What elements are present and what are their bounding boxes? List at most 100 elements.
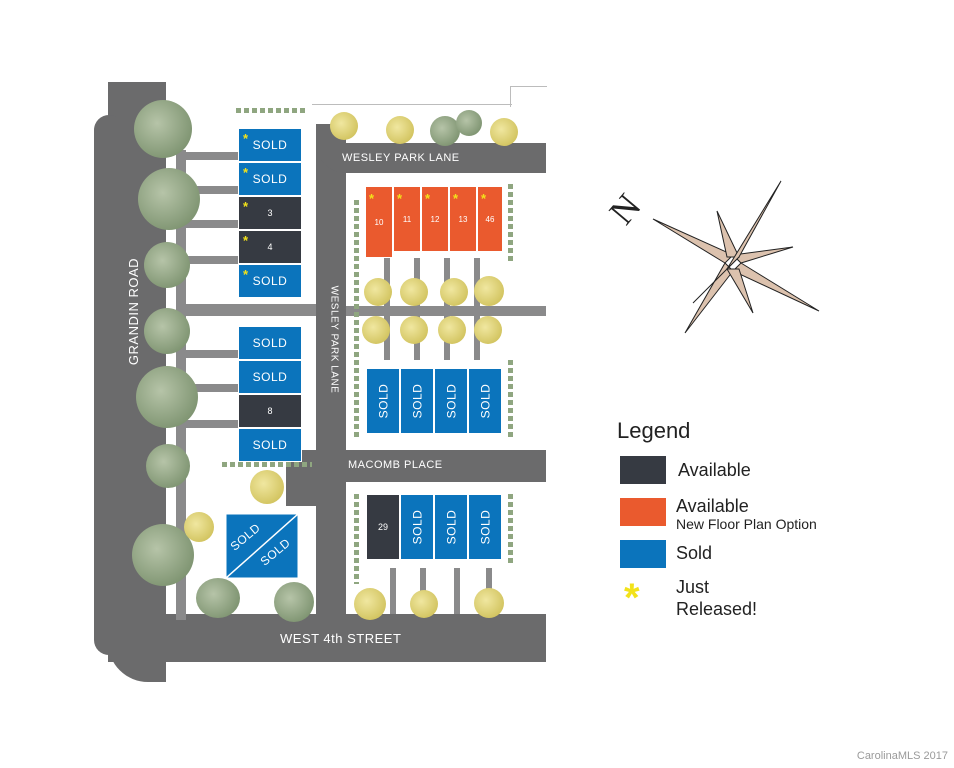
tree-yellow <box>490 118 518 146</box>
hedge-row <box>508 494 513 564</box>
hedge-row <box>354 200 359 440</box>
lot-sold[interactable]: SOLD <box>238 428 302 462</box>
driveway <box>186 420 238 428</box>
hedge-row <box>508 360 513 440</box>
just-released-star: * <box>453 191 459 206</box>
tree-yellow <box>184 512 214 542</box>
left-alley <box>176 304 316 316</box>
lot-sold-diagonal[interactable] <box>226 514 298 578</box>
lot-sold[interactable]: SOLD <box>434 494 468 560</box>
hedge-row <box>354 494 359 584</box>
just-released-star: * <box>397 191 403 206</box>
driveway <box>454 568 460 614</box>
tree <box>146 444 190 488</box>
copyright-text: CarolinaMLS 2017 <box>856 750 948 762</box>
lot-available[interactable]: 29 <box>366 494 400 560</box>
lot-sold[interactable]: SOLD <box>400 368 434 434</box>
lot-new-floor-plan[interactable]: 12 <box>421 186 449 252</box>
lot-sold[interactable]: SOLD <box>468 494 502 560</box>
lot-sold[interactable]: SOLD <box>238 162 302 196</box>
hedge-row <box>222 462 312 467</box>
tree <box>138 168 200 230</box>
tree-yellow <box>438 316 466 344</box>
lot-sold[interactable]: SOLD <box>238 128 302 162</box>
legend-star-icon: * <box>624 576 640 620</box>
lot-available[interactable]: 8 <box>238 394 302 428</box>
lot-available[interactable]: 3 <box>238 196 302 230</box>
tree <box>136 366 198 428</box>
legend-label-available-new: Available <box>676 496 749 516</box>
just-released-star: * <box>243 131 249 146</box>
lot-sold[interactable]: SOLD <box>400 494 434 560</box>
tree-yellow <box>400 316 428 344</box>
tree <box>132 524 194 586</box>
legend-title: Legend <box>617 418 691 443</box>
tree <box>144 242 190 288</box>
lot-new-floor-plan[interactable]: 13 <box>449 186 477 252</box>
legend-label-new-floor-plan: New Floor Plan Option <box>676 516 817 532</box>
lot-available[interactable]: 4 <box>238 230 302 264</box>
tree <box>274 582 314 622</box>
legend-label-released: Released! <box>676 599 758 619</box>
street-label-wesley-park-lane: WESLEY PARK LANE <box>342 152 460 164</box>
just-released-star: * <box>243 165 249 180</box>
property-line <box>510 86 547 107</box>
tree <box>456 110 482 136</box>
tree-yellow <box>250 470 284 504</box>
just-released-star: * <box>425 191 431 206</box>
just-released-star: * <box>243 267 249 282</box>
just-released-star: * <box>369 191 375 206</box>
lot-sold[interactable]: SOLD <box>434 368 468 434</box>
tree-yellow <box>386 116 414 144</box>
street-label-west-4th-street: WEST 4th STREET <box>280 631 402 646</box>
compass-rose <box>652 180 820 334</box>
driveway <box>186 384 238 392</box>
legend-swatch-available <box>620 456 666 484</box>
tree-yellow <box>400 278 428 306</box>
mid-alley <box>346 306 546 316</box>
legend-swatch-sold <box>620 540 666 568</box>
street-label-grandin-road: GRANDIN ROAD <box>126 257 142 366</box>
tree <box>430 116 460 146</box>
just-released-star: * <box>243 199 249 214</box>
legend-swatch-new-floor-plan <box>620 498 666 526</box>
hedge-row <box>236 108 306 113</box>
lot-sold[interactable]: SOLD <box>238 326 302 360</box>
legend-label-sold: Sold <box>676 543 713 563</box>
lot-sold[interactable]: SOLD <box>366 368 400 434</box>
tree-yellow <box>364 278 392 306</box>
driveway <box>186 256 238 264</box>
west-4th-street <box>108 614 546 662</box>
grandin-road-curve-top <box>94 115 124 655</box>
street-label-wesley-park-lane-vertical: WESLEY PARK LANE <box>328 285 340 394</box>
hedge-row <box>508 184 513 264</box>
tree-yellow <box>474 316 502 344</box>
tree <box>196 578 240 618</box>
lot-sold[interactable]: SOLD <box>238 264 302 298</box>
tree-yellow <box>354 588 386 620</box>
driveway <box>186 220 238 228</box>
lot-new-floor-plan[interactable]: 46 <box>477 186 503 252</box>
macomb-place-spur <box>286 470 346 506</box>
lot-sold[interactable]: SOLD <box>468 368 502 434</box>
tree-yellow <box>330 112 358 140</box>
driveway <box>186 152 238 160</box>
wesley-park-lane-horizontal <box>316 143 546 173</box>
lot-new-floor-plan[interactable]: 11 <box>393 186 421 252</box>
legend-label-available: Available <box>678 460 751 480</box>
tree <box>144 308 190 354</box>
tree-yellow <box>362 316 390 344</box>
street-label-macomb-place: MACOMB PLACE <box>348 459 443 471</box>
driveway <box>186 186 238 194</box>
tree-yellow <box>410 590 438 618</box>
tree-yellow <box>474 276 504 306</box>
legend-label-just: Just <box>676 577 710 597</box>
tree-yellow <box>440 278 468 306</box>
lot-sold[interactable]: SOLD <box>238 360 302 394</box>
driveway <box>186 350 238 358</box>
just-released-star: * <box>481 191 487 206</box>
lot-new-floor-plan[interactable]: 10 <box>365 186 393 258</box>
driveway <box>390 568 396 614</box>
tree-yellow <box>474 588 504 618</box>
just-released-star: * <box>243 233 249 248</box>
